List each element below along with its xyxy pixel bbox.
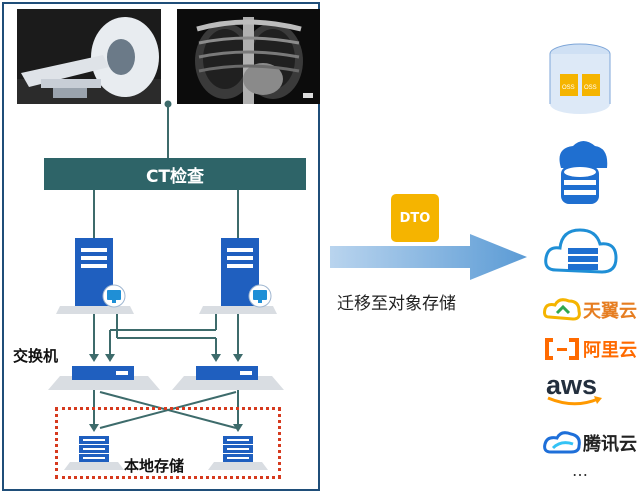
oss-text-1: OSS [562, 85, 575, 91]
ct-check-label: CT检查 [145, 166, 205, 187]
chest-xray-image [177, 9, 320, 104]
provider-name: 天翼云 [583, 301, 637, 322]
switch-label: 交换机 [13, 347, 59, 365]
oss-bucket-icon: OSS OSS [549, 43, 611, 114]
storage-right-icon [208, 436, 268, 470]
provider-tianyi: 天翼云 [543, 297, 637, 323]
tencent-cloud-icon [543, 431, 581, 454]
cloud-server-icon [544, 228, 618, 274]
server-left-icon [56, 238, 134, 314]
aliyun-icon [545, 338, 579, 360]
switch-left-icon [48, 366, 160, 390]
provider-name: 阿里云 [583, 340, 637, 361]
ct-check-bar: CT检查 [44, 158, 306, 190]
ct-scanner-image [17, 9, 161, 104]
local-storage-box [55, 407, 281, 479]
provider-name: aws [546, 370, 598, 400]
dto-label: DTO [399, 210, 431, 226]
more-providers-ellipsis: … [572, 461, 588, 480]
provider-aws: aws [546, 370, 606, 409]
migration-arrow-icon [330, 234, 527, 280]
provider-name: 腾讯云 [583, 434, 637, 455]
tianyi-cloud-icon [543, 298, 581, 321]
provider-aliyun: 阿里云 [543, 336, 637, 362]
local-storage-label: 本地存储 [124, 457, 185, 475]
provider-tencent: 腾讯云 [543, 430, 637, 456]
dto-badge: DTO [391, 194, 439, 242]
migrate-label: 迁移至对象存储 [337, 294, 456, 314]
storage-left-icon [64, 436, 124, 470]
local-infrastructure-frame [2, 2, 320, 491]
server-right-icon [199, 238, 277, 314]
aws-smile-icon [547, 396, 602, 406]
cloud-database-icon [559, 141, 608, 204]
network-connectors [48, 100, 284, 470]
switch-right-icon [172, 366, 284, 390]
oss-text-2: OSS [584, 85, 597, 91]
